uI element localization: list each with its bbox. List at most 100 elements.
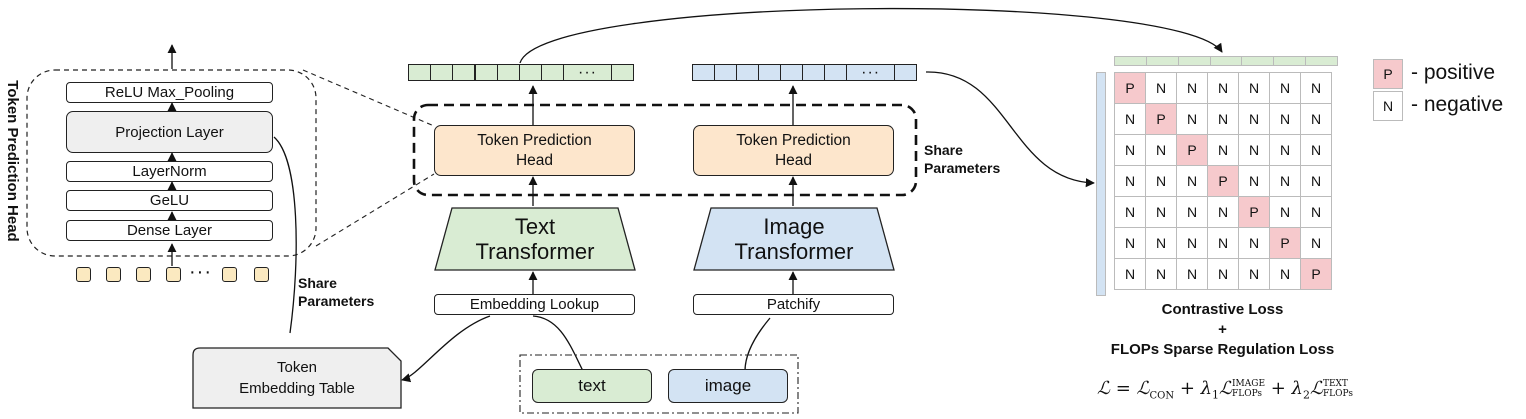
matrix-cell-negative: N <box>1270 166 1301 197</box>
token-ellipsis: ··· <box>189 261 212 283</box>
formula-img-symbol: ℒ <box>1219 378 1232 399</box>
legend-negative-swatch: N <box>1373 91 1403 121</box>
matrix-cell-negative: N <box>1301 197 1332 228</box>
formula-img-sub: FLOPs <box>1232 389 1263 399</box>
loss-line3: FLOPs Sparse Regulation Loss <box>1110 341 1335 358</box>
vector-ellipsis: ··· <box>846 64 895 81</box>
matrix-cell-negative: N <box>1115 104 1146 135</box>
matrix-cell-negative: N <box>1301 228 1332 259</box>
matrix-cell-negative: N <box>1115 228 1146 259</box>
share-word: Share <box>298 275 337 291</box>
matrix-cell-positive: P <box>1177 135 1208 166</box>
matrix-cell-negative: N <box>1301 166 1332 197</box>
loss-line1: Contrastive Loss <box>1161 301 1284 318</box>
matrix-cell-positive: P <box>1239 197 1270 228</box>
transformer-line1: Text <box>514 214 556 239</box>
formula-equals: = <box>1109 378 1137 399</box>
dense-layer: Dense Layer <box>66 220 273 241</box>
matrix-cell-negative: N <box>1177 73 1208 104</box>
input-token <box>254 267 269 282</box>
matrix-cell-negative: N <box>1239 228 1270 259</box>
head-line2: Head <box>774 151 813 169</box>
matrix-cell-negative: N <box>1115 197 1146 228</box>
text-input: text <box>532 369 652 403</box>
share-word: Share <box>924 142 963 158</box>
matrix-cell-negative: N <box>1239 166 1270 197</box>
matrix-cell-negative: N <box>1208 135 1239 166</box>
vector-ellipsis: ··· <box>563 64 612 81</box>
formula-plus-lambda2: + λ <box>1265 378 1303 399</box>
matrix-cell-negative: N <box>1146 73 1177 104</box>
input-token <box>166 267 181 282</box>
patchify: Patchify <box>693 294 894 315</box>
formula-txt-symbol: ℒ <box>1309 378 1323 399</box>
image-transformer: Image Transformer <box>693 207 895 271</box>
input-token <box>222 267 237 282</box>
matrix-cell-positive: P <box>1146 104 1177 135</box>
matrix-cell-negative: N <box>1115 166 1146 197</box>
token-embedding-table: Token Embedding Table <box>192 347 402 409</box>
share-parameters-center-label: Share Parameters <box>924 141 1000 177</box>
matrix-cell-negative: N <box>1270 73 1301 104</box>
legend-positive-label: - positive <box>1411 61 1496 84</box>
layernorm-layer: LayerNorm <box>66 161 273 182</box>
matrix-cell-negative: N <box>1177 104 1208 135</box>
formula-txt-sub: FLOPs <box>1322 389 1353 399</box>
parameters-word: Parameters <box>298 293 375 309</box>
projection-layer: Projection Layer <box>66 111 273 153</box>
matrix-cell-negative: N <box>1208 73 1239 104</box>
loss-description: Contrastive Loss + FLOPs Sparse Regulati… <box>1070 300 1375 360</box>
formula-lambda1-sub: 1 <box>1212 388 1220 402</box>
transformer-line2: Transformer <box>475 239 595 264</box>
table-shape <box>192 347 402 409</box>
matrix-cell-negative: N <box>1146 135 1177 166</box>
loss-line2: + <box>1218 321 1227 338</box>
matrix-cell-negative: N <box>1146 259 1177 290</box>
matrix-cell-negative: N <box>1208 228 1239 259</box>
image-input: image <box>668 369 788 403</box>
legend-negative-label: - negative <box>1411 93 1504 116</box>
matrix-cell-negative: N <box>1301 104 1332 135</box>
matrix-cell-negative: N <box>1115 135 1146 166</box>
matrix-cell-negative: N <box>1270 135 1301 166</box>
head-line1: Token Prediction <box>477 131 592 149</box>
share-parameters-left-label: Share Parameters <box>298 274 374 310</box>
formula-lambda2-sub: 2 <box>1302 388 1310 402</box>
embedding-lookup: Embedding Lookup <box>434 294 635 315</box>
parameters-word: Parameters <box>924 160 1001 176</box>
table-title-line2: Embedding Table <box>239 380 355 397</box>
matrix-cell-negative: N <box>1239 104 1270 135</box>
input-token <box>76 267 91 282</box>
image-token-prediction-head: Token Prediction Head <box>693 125 894 176</box>
head-line2: Head <box>515 151 554 169</box>
legend-positive-swatch: P <box>1373 59 1403 89</box>
matrix-cell-negative: N <box>1270 197 1301 228</box>
matrix-cell-negative: N <box>1301 135 1332 166</box>
matrix-cell-negative: N <box>1270 104 1301 135</box>
matrix-cell-negative: N <box>1239 73 1270 104</box>
matrix-cell-negative: N <box>1301 73 1332 104</box>
transformer-line2: Transformer <box>734 239 854 264</box>
matrix-cell-positive: P <box>1115 73 1146 104</box>
table-title-line1: Token <box>276 359 318 376</box>
matrix-top-vector <box>1114 56 1338 66</box>
token-prediction-head-vertical-title: Token Prediction Head <box>1 58 23 268</box>
matrix-cell-negative: N <box>1115 259 1146 290</box>
text-transformer-shape <box>434 207 636 271</box>
formula-txt-sup: TEXT <box>1322 379 1348 389</box>
formula-con-sub: CON <box>1149 390 1175 402</box>
gelu-layer: GeLU <box>66 190 273 211</box>
matrix-cell-negative: N <box>1177 166 1208 197</box>
formula-con-symbol: ℒ <box>1136 378 1150 399</box>
matrix-cell-negative: N <box>1208 197 1239 228</box>
input-token <box>106 267 121 282</box>
matrix-side-vector <box>1096 72 1106 296</box>
matrix-cell-negative: N <box>1208 104 1239 135</box>
formula-plus-lambda1: + λ <box>1174 378 1213 399</box>
text-token-prediction-head: Token Prediction Head <box>434 125 635 176</box>
matrix-cell-negative: N <box>1208 259 1239 290</box>
input-token <box>136 267 151 282</box>
matrix-cell-negative: N <box>1177 259 1208 290</box>
